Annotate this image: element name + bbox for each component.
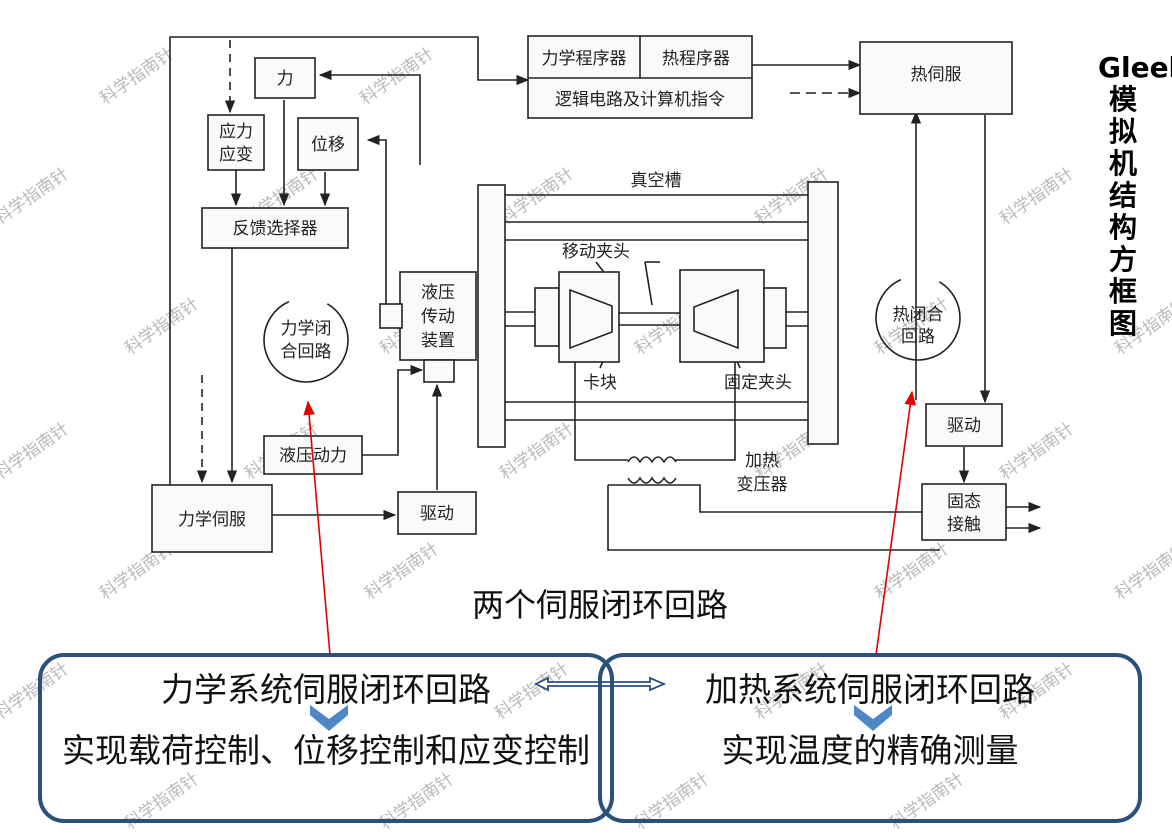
watermark: 科学指南针: [0, 164, 72, 229]
stress-strain-label-1: 应力: [219, 122, 253, 142]
hydraulic-bottom-port: [423, 359, 455, 383]
mech-loop-panel: 力学系统伺服闭环回路 实现载荷控制、位移控制和应变控制: [38, 653, 614, 823]
hydraulic-label-1: 液压: [421, 283, 455, 303]
drive-right-label: 驱动: [947, 416, 981, 436]
mech-servo-block: [151, 484, 273, 553]
mech-programmer-label: 力学程序器: [542, 49, 627, 69]
vertical-title: Gleeble 模 拟 机 结 构 方 框 图: [1098, 51, 1172, 340]
title-char: Gleeble: [1098, 51, 1172, 84]
thermal-loop-label-1: 热闭合: [893, 305, 944, 325]
title-char: 模: [1108, 83, 1137, 116]
vacuum-chamber-label: 真空槽: [631, 171, 682, 191]
heat-loop-panel-desc: 实现温度的精确测量: [721, 731, 1019, 770]
watermark: 科学指南针: [996, 419, 1077, 484]
fixed-jaw-label: 固定夹头: [724, 373, 792, 393]
left-grip: [534, 287, 560, 347]
stress-strain-label-2: 应变: [219, 145, 253, 165]
mech-servo-label: 力学伺服: [178, 510, 246, 530]
thermal-servo-block: [859, 41, 1013, 115]
heat-loop-panel: 加热系统伺服闭环回路 实现温度的精确测量: [598, 653, 1142, 823]
title-char: 结: [1108, 179, 1137, 212]
blocks: 力 应力 应变 位移 反馈选择器 力学闭 合回路 液压 传动 装置 液压动力 力…: [151, 35, 1013, 553]
title-char: 方: [1108, 243, 1137, 276]
watermark: 科学指南针: [96, 44, 177, 109]
drive-right-block: [925, 403, 1003, 447]
mech-loop-panel-title: 力学系统伺服闭环回路: [161, 670, 491, 709]
connection-lines: [169, 36, 1042, 551]
watermark: 科学指南针: [996, 164, 1077, 229]
chevron-down-icon: [310, 705, 348, 731]
clamp-block-label: 卡块: [583, 373, 617, 393]
feedback-selector-label: 反馈选择器: [233, 219, 318, 239]
mech-loop-label-1: 力学闭: [281, 319, 332, 339]
watermark: 科学指南针: [356, 44, 437, 109]
thermal-programmer-label: 热程序器: [662, 49, 730, 69]
title-char: 图: [1108, 307, 1137, 340]
annotation-arrows: [303, 390, 916, 656]
hydraulic-unit-block: [399, 271, 477, 361]
thermal-loop-label-2: 回路: [901, 327, 935, 347]
displacement-label: 位移: [311, 135, 345, 155]
mech-loop-panel-desc: 实现载荷控制、位移控制和应变控制: [62, 731, 590, 770]
moving-jaw-label: 移动夹头: [562, 242, 630, 262]
watermark: 科学指南针: [496, 164, 577, 229]
fixed-jaw-body: [679, 269, 765, 363]
title-char: 框: [1108, 275, 1137, 308]
mech-loop-label-2: 合回路: [281, 342, 332, 362]
solid-contact-block: [921, 483, 1007, 541]
drive-left-block: [397, 491, 477, 535]
heat-loop-panel-title: 加热系统伺服闭环回路: [705, 670, 1035, 709]
heating-transformer-label-1: 加热: [745, 451, 779, 471]
mech-loop-circle: [263, 297, 349, 383]
watermark: 科学指南针: [496, 419, 577, 484]
logic-circuit-label: 逻辑电路及计算机指令: [555, 90, 725, 110]
right-crosshead: [807, 181, 839, 445]
title-char: 机: [1108, 147, 1137, 180]
force-block: [254, 57, 316, 99]
title-char: 构: [1108, 211, 1137, 244]
stress-strain-block: [207, 114, 265, 171]
diagram-caption: 两个伺服闭环回路: [471, 586, 728, 624]
hydraulic-label-2: 传动: [421, 307, 455, 327]
left-crosshead: [477, 184, 506, 448]
hydraulic-label-3: 装置: [421, 331, 455, 351]
solid-contact-label-2: 接触: [947, 515, 981, 535]
drive-left-label: 驱动: [420, 504, 454, 524]
thermal-servo-label: 热伺服: [911, 65, 962, 85]
watermark: 科学指南针: [121, 294, 202, 359]
watermark: 科学指南针: [1111, 539, 1172, 604]
displacement-block: [297, 117, 359, 171]
hydraulic-side-port: [379, 303, 403, 329]
moving-jaw-body: [558, 271, 620, 363]
solid-contact-label-1: 固态: [947, 492, 981, 512]
right-grip: [763, 287, 787, 349]
thermal-loop-circle: [875, 275, 961, 361]
feedback-selector-block: [201, 207, 349, 249]
chevron-down-icon: [854, 705, 892, 731]
watermark: 科学指南针: [0, 419, 72, 484]
force-label: 力: [277, 69, 294, 89]
title-char: 拟: [1108, 115, 1137, 148]
heating-transformer-label-2: 变压器: [737, 475, 788, 495]
